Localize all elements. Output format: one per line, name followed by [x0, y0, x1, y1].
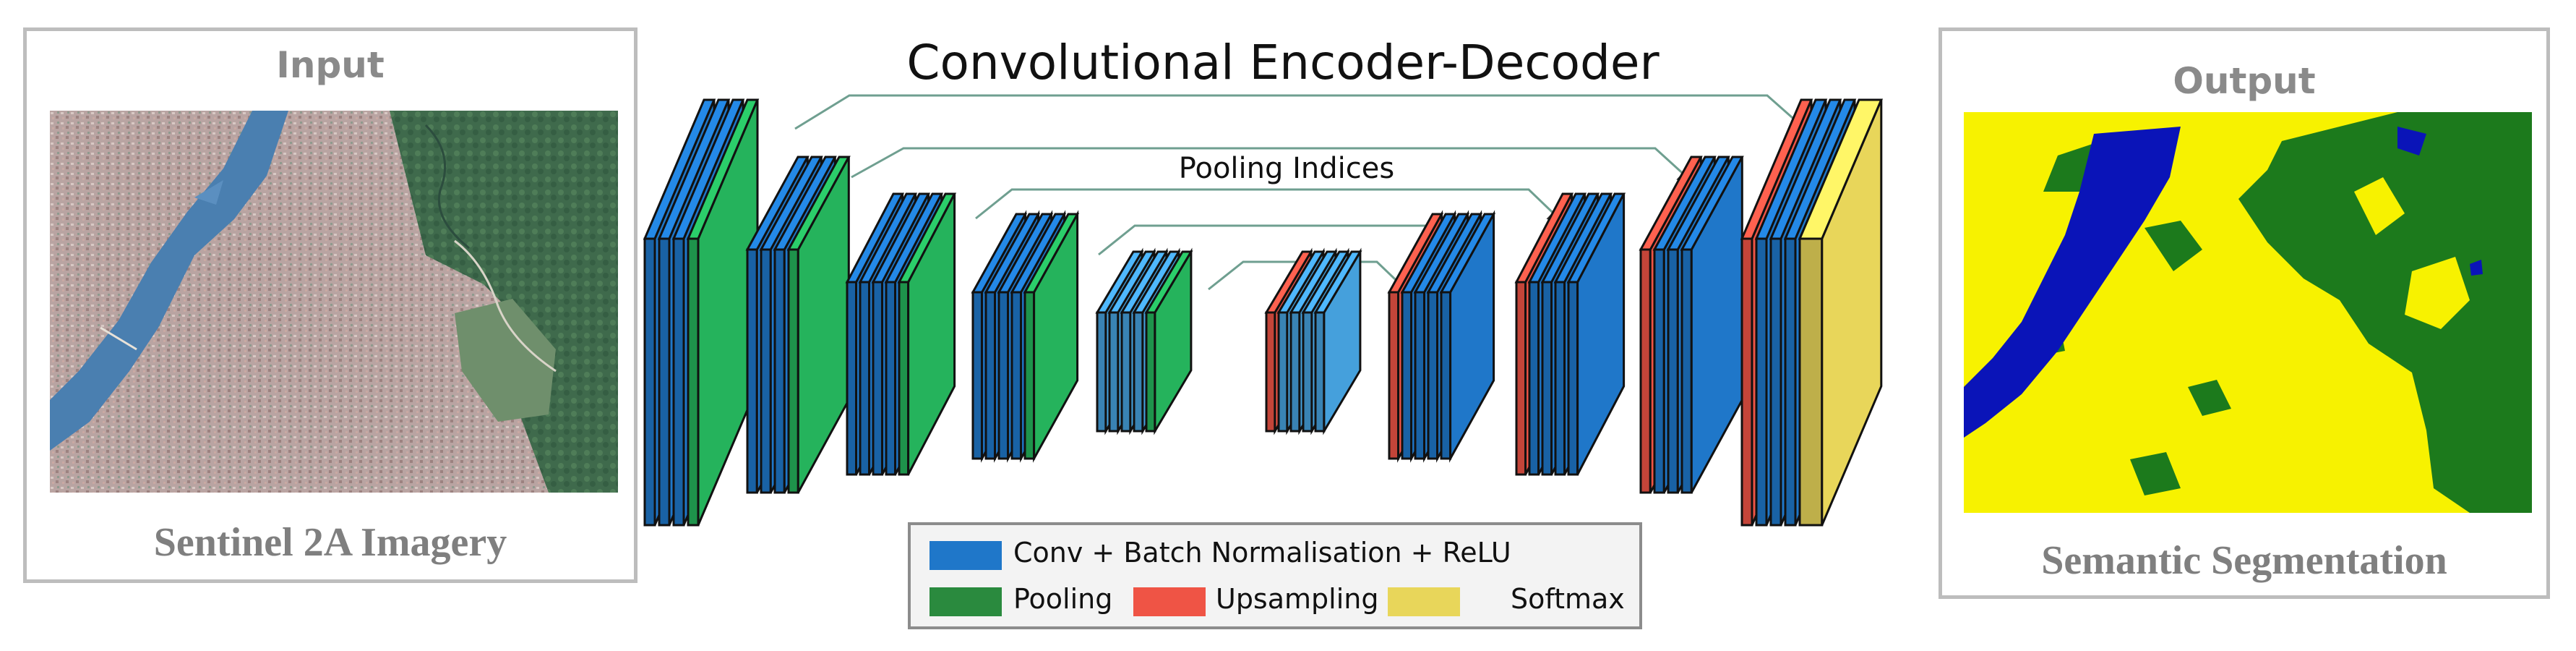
conv-layer [1566, 192, 1626, 476]
encoder-block-2 [745, 156, 851, 494]
encoder-block-4 [971, 210, 1080, 463]
legend: Conv + Batch Normalisation + ReLU Poolin… [908, 522, 1642, 629]
encoder-block-3 [845, 192, 957, 476]
legend-swatch-upsampling [1133, 587, 1206, 616]
pooling-layer [897, 192, 957, 476]
output-panel: Output Semantic Segmentation [1939, 27, 2550, 599]
legend-swatch-softmax [1388, 587, 1460, 616]
conv-layer [1313, 247, 1362, 435]
segmentation-map [1964, 112, 2532, 513]
encoder-block-1 [643, 98, 760, 527]
input-caption: Sentinel 2A Imagery [153, 520, 507, 565]
encoder-block-5 [1095, 247, 1193, 435]
input-title: Input [276, 44, 385, 86]
sentinel-image [50, 111, 618, 493]
skip-arrow-2 [851, 147, 1696, 186]
legend-label-softmax: Softmax [1511, 583, 1625, 615]
bosphorus-strait [50, 111, 288, 451]
diagram-title: Convolutional Encoder-Decoder [906, 35, 1660, 90]
decoder-block-2 [1387, 210, 1496, 463]
conv-layer [1439, 210, 1496, 463]
pooling-layer [686, 98, 760, 527]
decoder-block-4 [1639, 156, 1744, 494]
legend-swatch-pooling [929, 587, 1002, 616]
decoder-block-3 [1514, 192, 1626, 476]
legend-label-conv: Conv + Batch Normalisation + ReLU [1013, 537, 1511, 569]
output-caption: Semantic Segmentation [2041, 538, 2447, 583]
legend-swatch-conv [929, 541, 1002, 570]
pooling-layer [1023, 210, 1080, 463]
pooling-indices-label: Pooling Indices [1178, 152, 1395, 185]
legend-label-pooling: Pooling [1013, 583, 1113, 615]
legend-label-upsampling: Upsampling [1216, 583, 1379, 615]
skip-arrow-1 [794, 94, 1811, 135]
skip-arrow-3 [975, 188, 1566, 226]
input-panel: Input Sentinel 2A Imagery [23, 27, 637, 583]
softmax-layer [1798, 98, 1884, 527]
decoder-block-5 [1740, 98, 1884, 527]
pooling-layer [1144, 247, 1193, 435]
output-title: Output [2173, 60, 2316, 102]
decoder-block-1 [1264, 247, 1362, 435]
vegetation-region [2238, 112, 2532, 513]
water-region [1964, 127, 2181, 438]
